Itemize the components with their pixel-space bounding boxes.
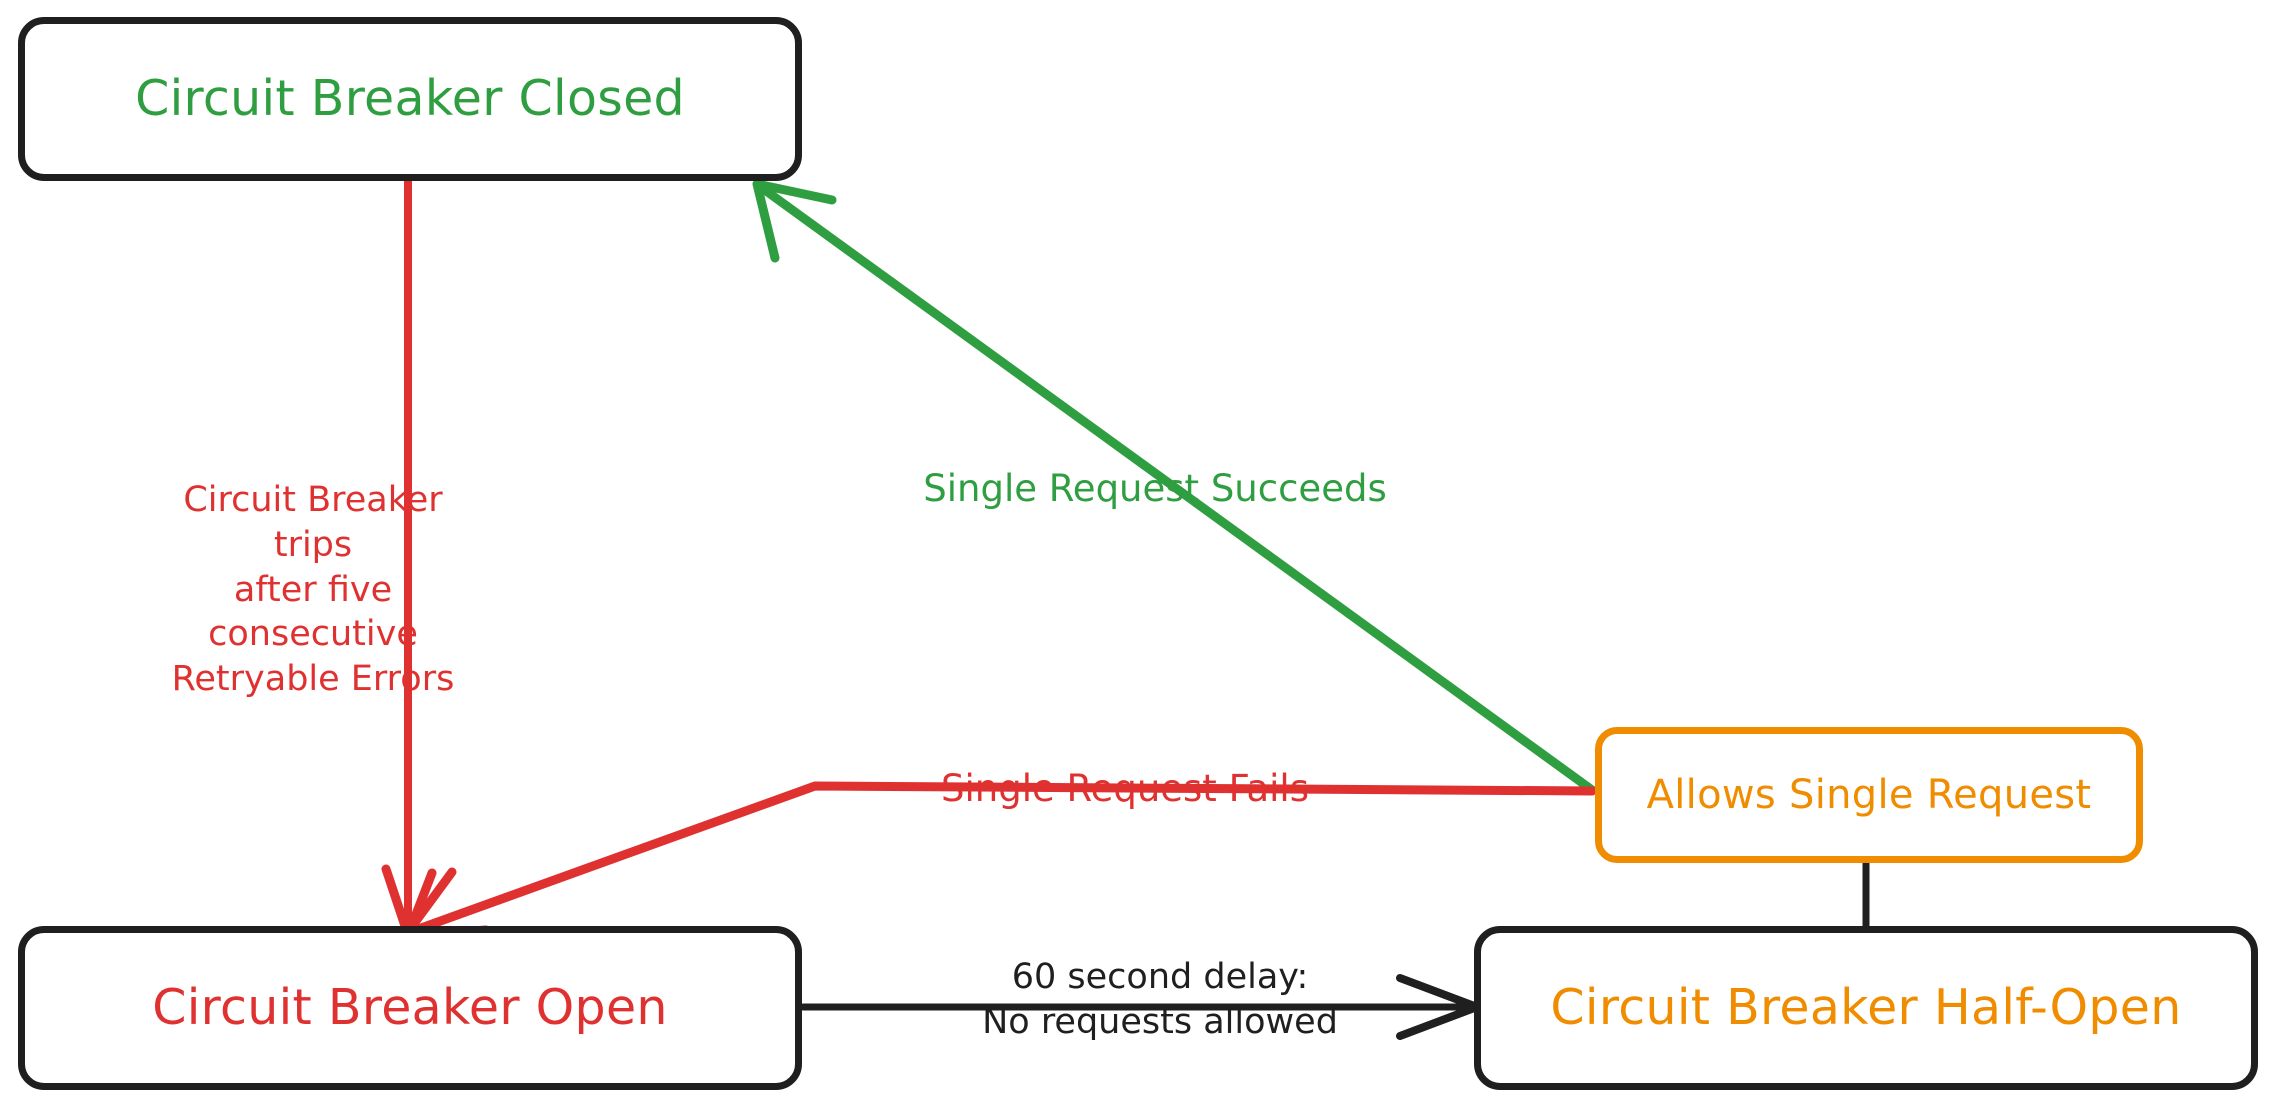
node-allows-single-request[interactable]: Allows Single Request [1595,727,2143,863]
node-circuit-breaker-closed-label: Circuit Breaker Closed [135,69,685,127]
edge-label-allows-to-closed: Single Request Succeeds [923,467,1387,510]
node-circuit-breaker-half-open-label: Circuit Breaker Half-Open [1550,978,2182,1036]
edge-label-allows-to-open: Single Request Fails [941,767,1309,810]
node-circuit-breaker-closed[interactable]: Circuit Breaker Closed [18,17,802,181]
node-allows-single-request-label: Allows Single Request [1646,772,2092,818]
edge-label-closed-to-open: Circuit Breaker trips after five consecu… [171,480,455,700]
node-circuit-breaker-half-open[interactable]: Circuit Breaker Half-Open [1474,926,2258,1090]
edge-label-open-to-half-open: 60 second delay: No requests allowed [982,957,1338,1042]
node-circuit-breaker-open[interactable]: Circuit Breaker Open [18,926,802,1090]
node-circuit-breaker-open-label: Circuit Breaker Open [152,978,668,1036]
